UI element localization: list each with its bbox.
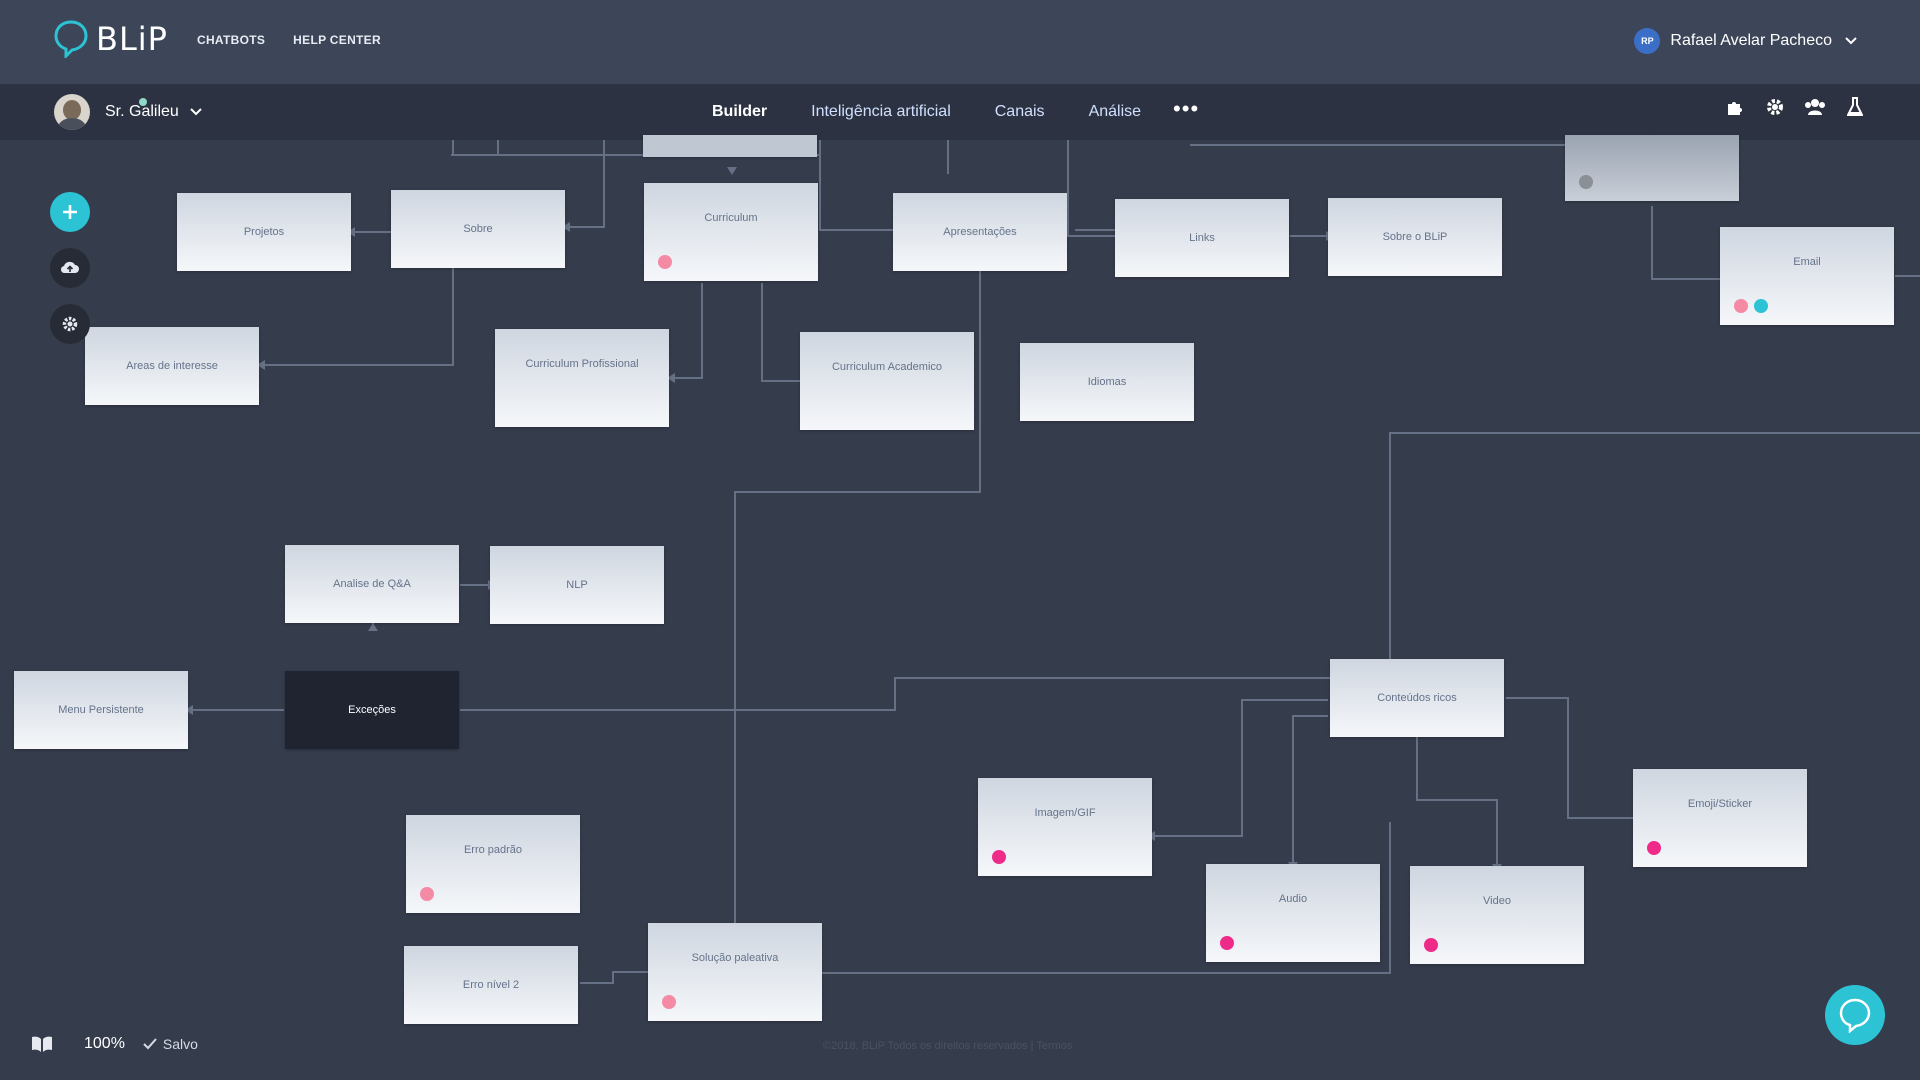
node-projetos[interactable]: Projetos (177, 193, 351, 271)
node-label: Audio (1278, 893, 1308, 905)
node-label: Erro padrão (463, 844, 523, 856)
node-tag-icon (662, 995, 676, 1009)
book-icon[interactable] (30, 1035, 54, 1053)
top-nav: CHATBOTS HELP CENTER (197, 33, 381, 47)
node-tag-icon (1734, 299, 1748, 313)
zoom-level[interactable]: 100% (84, 1035, 125, 1052)
online-status-icon (139, 98, 147, 106)
node-tag-icon (420, 887, 434, 901)
tab-inteligencia-artificial[interactable]: Inteligência artificial (811, 103, 951, 120)
node-tag-icon (658, 255, 672, 269)
node-imagem-gif[interactable]: Imagem/GIF (978, 778, 1152, 876)
node-tag-icon (1220, 936, 1234, 950)
node-video[interactable]: Video (1410, 866, 1584, 964)
chevron-down-icon (1845, 37, 1857, 45)
check-icon (143, 1038, 157, 1050)
node-label: Curriculum (704, 212, 758, 224)
gear-icon[interactable] (1764, 96, 1786, 118)
flow-node-partial[interactable] (643, 135, 817, 157)
node-excecoes[interactable]: Exceções (285, 671, 459, 749)
user-name: Rafael Avelar Pacheco (1670, 32, 1832, 49)
chat-help-button[interactable] (1825, 985, 1885, 1045)
node-label: Email (1793, 256, 1821, 268)
bot-avatar (54, 94, 90, 130)
bot-name: Sr. Galileu (105, 103, 179, 120)
builder-tools (1724, 96, 1866, 118)
node-erro-padrao[interactable]: Erro padrão (406, 815, 580, 913)
node-curriculum-profissional[interactable]: Curriculum Profissional (495, 329, 669, 427)
cloud-upload-button[interactable] (50, 248, 90, 288)
speech-bubble-icon (1839, 998, 1871, 1033)
node-emoji-sticker[interactable]: Emoji/Sticker (1633, 769, 1807, 867)
user-menu[interactable]: RP Rafael Avelar Pacheco (1634, 28, 1858, 54)
node-solucao-paleativa[interactable]: Solução paleativa (648, 923, 822, 1021)
node-audio[interactable]: Audio (1206, 864, 1380, 962)
speech-bubble-logo-icon (54, 20, 88, 58)
puzzle-icon[interactable] (1724, 96, 1746, 118)
saved-status: Salvo (162, 1036, 198, 1052)
node-label: Solução paleativa (691, 952, 779, 964)
node-areas-interesse[interactable]: Areas de interesse (85, 327, 259, 405)
logo-text: BLiP (96, 20, 168, 58)
more-tabs-button[interactable]: ••• (1173, 96, 1200, 121)
tab-builder[interactable]: Builder (690, 84, 790, 140)
bot-toolbar (0, 84, 1920, 140)
main-tabs: Builder Inteligência artificial Canais A… (690, 84, 1209, 140)
node-tag-icon (1754, 299, 1768, 313)
node-idiomas[interactable]: Idiomas (1020, 343, 1194, 421)
users-icon[interactable] (1804, 96, 1826, 118)
node-tag-icon (1424, 938, 1438, 952)
tab-canais[interactable]: Canais (994, 103, 1045, 120)
nav-chatbots[interactable]: CHATBOTS (197, 33, 266, 47)
node-tag-icon (1579, 175, 1593, 189)
node-curriculum-academico[interactable]: Curriculum Academico (800, 332, 974, 430)
flask-icon[interactable] (1844, 96, 1866, 118)
node-nlp[interactable]: NLP (490, 546, 664, 624)
node-conteudos-ricos[interactable]: Conteúdos ricos (1330, 659, 1504, 737)
nav-help-center[interactable]: HELP CENTER (293, 33, 381, 47)
node-email[interactable]: Email (1720, 227, 1894, 325)
cloud-upload-icon (60, 261, 79, 274)
plus-icon (63, 205, 77, 219)
canvas-status: 100% Salvo (30, 1035, 198, 1053)
node-apresentacoes[interactable]: Apresentações (893, 193, 1067, 271)
bot-selector[interactable]: Sr. Galileu (54, 94, 203, 130)
node-label: Imagem/GIF (1034, 807, 1096, 819)
chevron-down-icon (190, 108, 202, 116)
node-label: Video (1483, 895, 1511, 907)
add-block-button[interactable] (50, 192, 90, 232)
node-menu-persistente[interactable]: Menu Persistente (14, 671, 188, 749)
connections (185, 140, 1920, 984)
node-curriculum[interactable]: Curriculum (644, 183, 818, 281)
node-tag-icon (992, 850, 1006, 864)
flow-node-partial[interactable] (1565, 135, 1739, 201)
user-avatar: RP (1634, 28, 1661, 54)
node-sobre[interactable]: Sobre (391, 190, 565, 268)
node-analise-qa[interactable]: Analise de Q&A (285, 545, 459, 623)
tab-analise[interactable]: Análise (1088, 103, 1142, 120)
top-bar: BLiP CHATBOTS HELP CENTER RP Rafael Avel… (0, 0, 1920, 84)
node-links[interactable]: Links (1115, 199, 1289, 277)
flow-canvas[interactable]: Projetos Sobre Curriculum Apresentações … (0, 135, 1920, 1080)
canvas-settings-button[interactable] (50, 304, 90, 344)
node-sobre-blip[interactable]: Sobre o BLiP (1328, 198, 1502, 276)
node-erro-nivel2[interactable]: Erro nível 2 (404, 946, 578, 1024)
blip-logo[interactable]: BLiP (54, 20, 168, 58)
node-tag-icon (1647, 841, 1661, 855)
gear-icon (62, 316, 78, 332)
node-label: Emoji/Sticker (1687, 798, 1753, 810)
footer-copyright: ©2018, BLiP Todos os direitos reservados… (823, 1040, 1073, 1052)
